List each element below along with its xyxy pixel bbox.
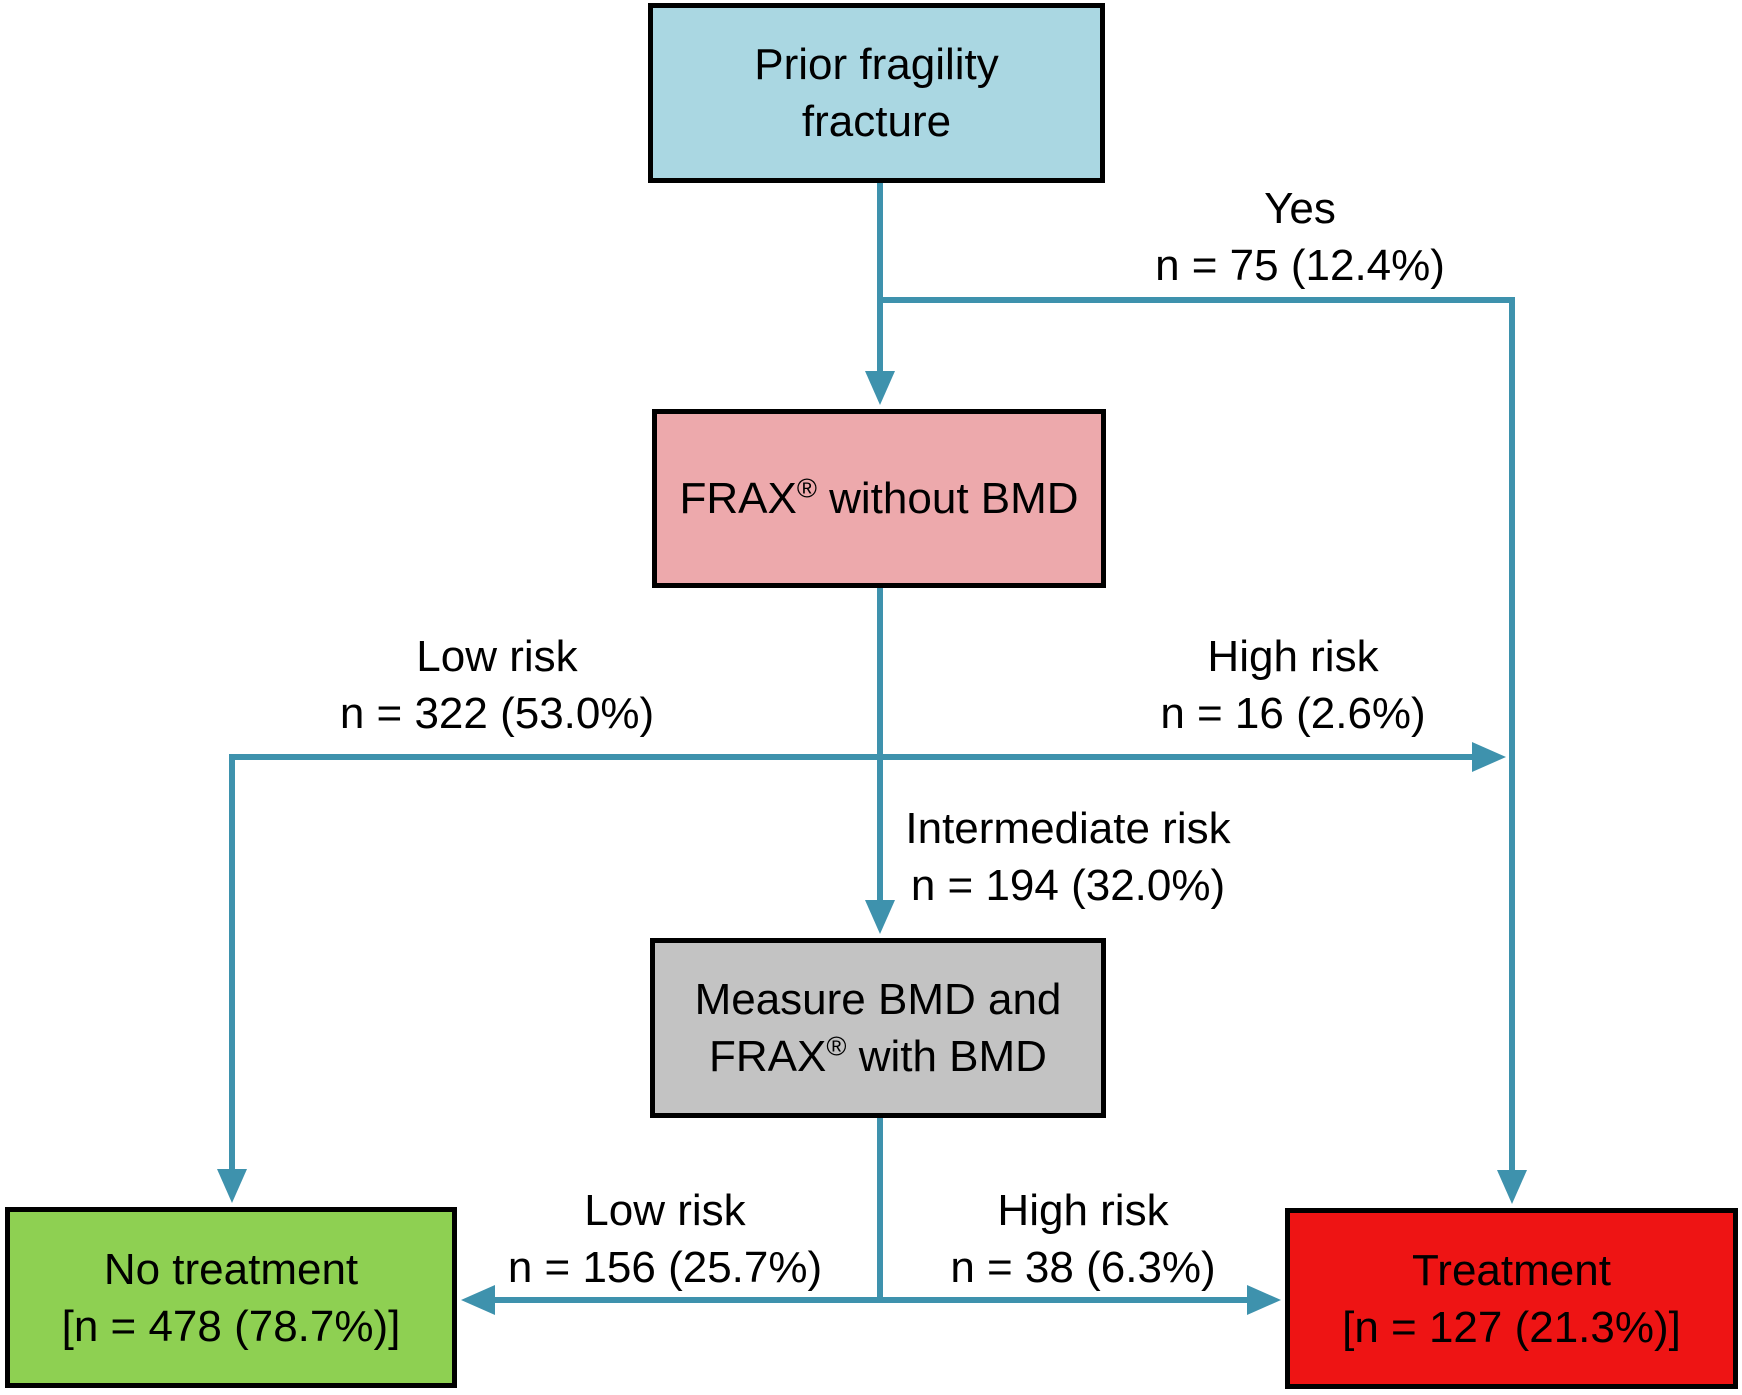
arrowhead-treatment-left-icon <box>1247 1285 1281 1315</box>
registered-trademark-icon: ® <box>796 472 817 504</box>
node-treatment: Treatment [n = 127 (21.3%)] <box>1285 1208 1738 1389</box>
node-text-line: [n = 127 (21.3%)] <box>1342 1302 1681 1352</box>
node-text-line: No treatment <box>103 1244 359 1294</box>
registered-trademark-icon: ® <box>826 1030 847 1062</box>
edge-label-low-risk-bmd: Low risk n = 156 (25.7%) <box>507 1186 823 1292</box>
node-text-line: [n = 478 (78.7%)] <box>61 1301 401 1351</box>
edge-label-high-risk-frax: High risk n = 16 (2.6%) <box>1160 632 1426 738</box>
node-no-treatment: No treatment [n = 478 (78.7%)] <box>5 1207 457 1388</box>
node-prior-fragility-fracture: Prior fragility fracture <box>648 3 1105 183</box>
edge-label-yes: Yes n = 75 (12.4%) <box>1155 184 1445 290</box>
arrowhead-treatment-top-icon <box>1497 1170 1527 1204</box>
node-text-line: fracture <box>801 97 952 146</box>
node-measure-bmd-frax: Measure BMD and FRAX® with BMD <box>650 938 1106 1118</box>
node-text-line: FRAX® with BMD <box>709 1030 1047 1081</box>
node-text-line: Treatment <box>1412 1245 1611 1295</box>
edge-label-low-risk-frax: Low risk n = 322 (53.0%) <box>339 632 655 738</box>
node-text-line: Measure BMD and <box>694 975 1062 1024</box>
edge-label-high-risk-bmd: High risk n = 38 (6.3%) <box>950 1186 1216 1292</box>
node-text-line: Prior fragility <box>754 40 999 89</box>
edge-lowrisk-highrisk-frax <box>229 754 1472 1170</box>
arrowhead-measure-top-icon <box>865 900 895 934</box>
edge-label-intermediate-risk: Intermediate risk n = 194 (32.0%) <box>905 804 1231 910</box>
arrowhead-notreatment-top-icon <box>217 1169 247 1203</box>
arrowhead-frax-top-icon <box>865 371 895 405</box>
arrowhead-notreatment-right-icon <box>461 1285 495 1315</box>
node-frax-without-bmd: FRAX® without BMD <box>652 409 1106 588</box>
arrowhead-highrisk-right-icon <box>1472 742 1506 772</box>
node-text-line: FRAX® without BMD <box>679 472 1079 523</box>
edge-yes-to-treatment <box>880 297 1515 1174</box>
